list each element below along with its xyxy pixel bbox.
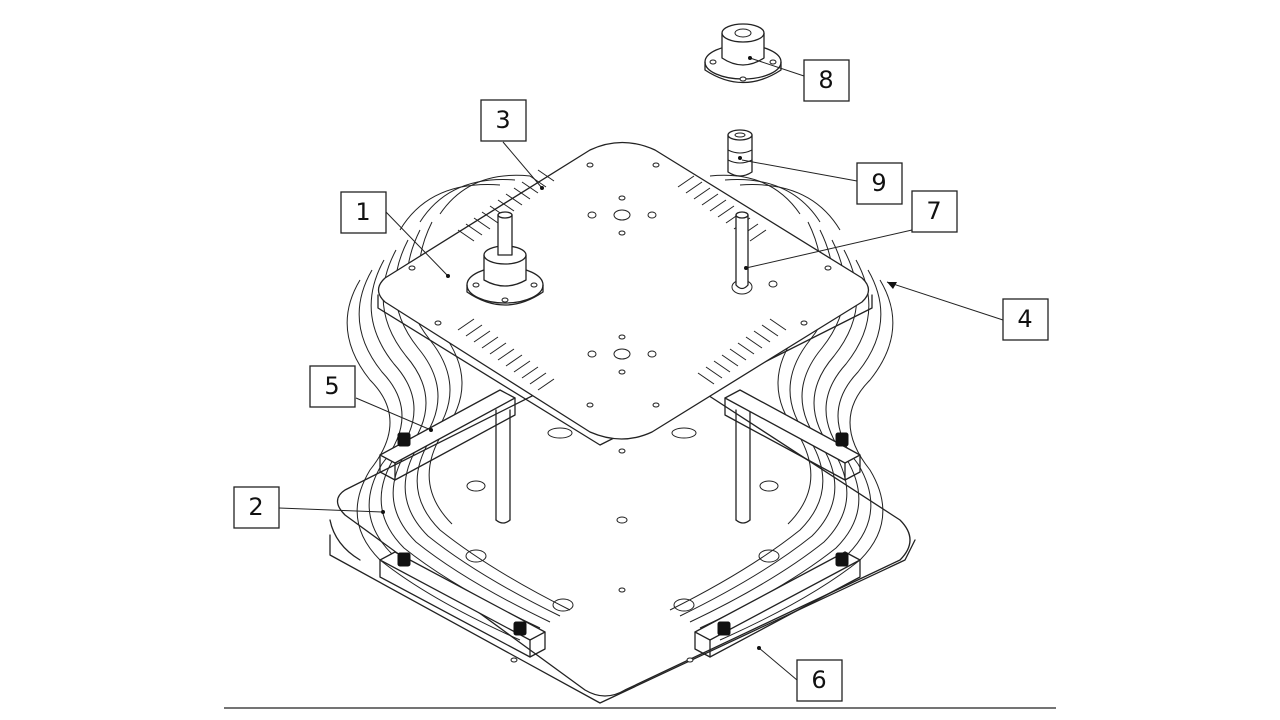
leader-lines	[278, 56, 1004, 681]
shaft-collar-on-plate	[466, 211, 544, 306]
mounting-bars	[379, 389, 861, 658]
coupler	[727, 129, 753, 177]
top-plate-slots	[457, 169, 787, 391]
screws	[397, 432, 849, 636]
callout-label-8: 8	[818, 66, 833, 94]
callout-4: 4	[1002, 298, 1049, 341]
callout-label-2: 2	[248, 493, 263, 521]
callout-1: 1	[340, 191, 387, 234]
callout-8: 8	[803, 59, 850, 102]
callout-9: 9	[856, 162, 903, 205]
callout-7: 7	[911, 190, 958, 233]
callout-label-1: 1	[355, 198, 370, 226]
callout-label-7: 7	[926, 197, 941, 225]
flange-part	[704, 23, 782, 84]
callout-label-4: 4	[1017, 305, 1032, 333]
callout-label-6: 6	[811, 666, 826, 694]
callout-5: 5	[309, 365, 356, 408]
callout-6: 6	[796, 659, 843, 702]
callout-label-3: 3	[495, 106, 510, 134]
vertical-pin	[735, 211, 749, 290]
callout-2: 2	[233, 486, 280, 529]
callout-3: 3	[480, 99, 527, 142]
callout-label-5: 5	[324, 372, 339, 400]
callout-label-9: 9	[871, 169, 886, 197]
bottom-base-plate	[329, 372, 916, 704]
top-plate	[377, 141, 873, 446]
support-rods	[495, 409, 751, 524]
